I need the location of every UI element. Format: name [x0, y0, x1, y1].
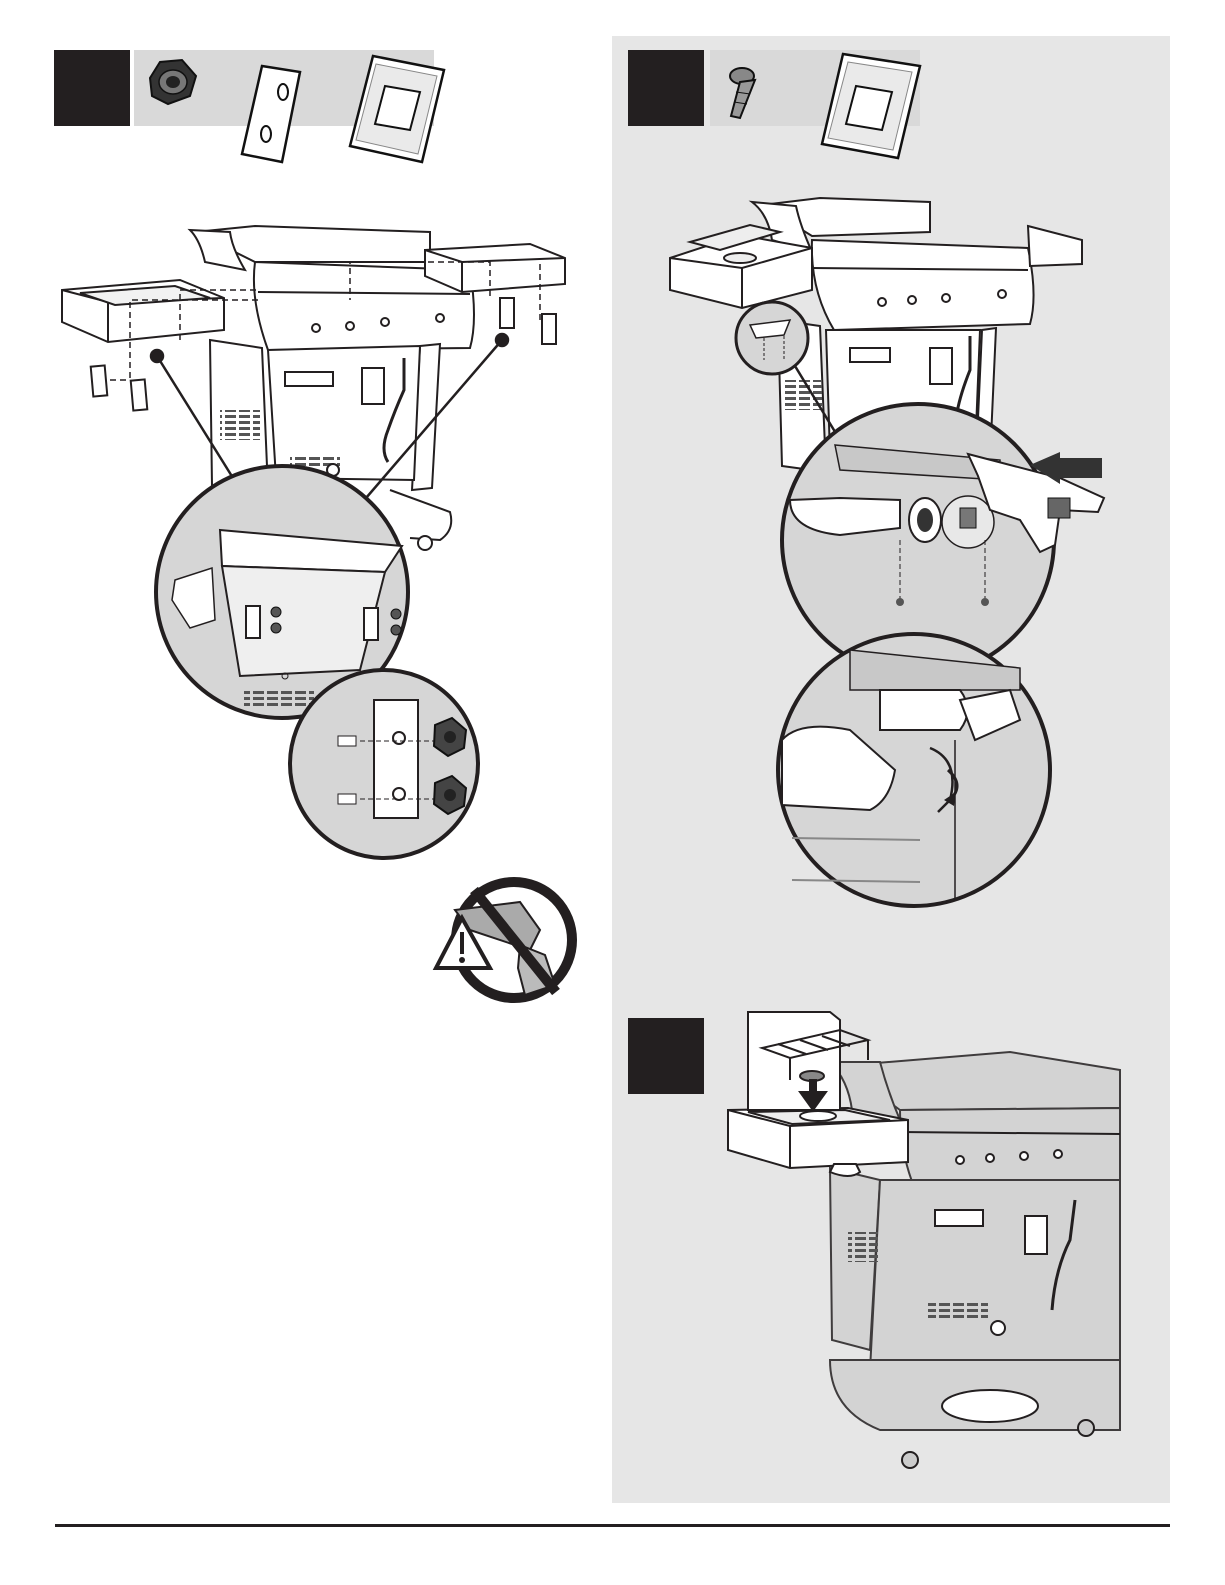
- hardware-bag-icon: [822, 54, 920, 158]
- mounting-plate-icon: [242, 66, 300, 162]
- no-power-drill-warning-icon: [436, 882, 572, 998]
- screw-icon: [730, 68, 755, 118]
- flange-nut-icon: [150, 60, 196, 104]
- footer-rule: [55, 1524, 1170, 1527]
- hardware-bag-icon: [350, 56, 444, 162]
- step-a-detail-callout-2: [290, 670, 478, 858]
- grill-cart-side-burner-grate-illustration: [728, 1012, 1120, 1468]
- step-b-detail-callout-2: [778, 634, 1050, 906]
